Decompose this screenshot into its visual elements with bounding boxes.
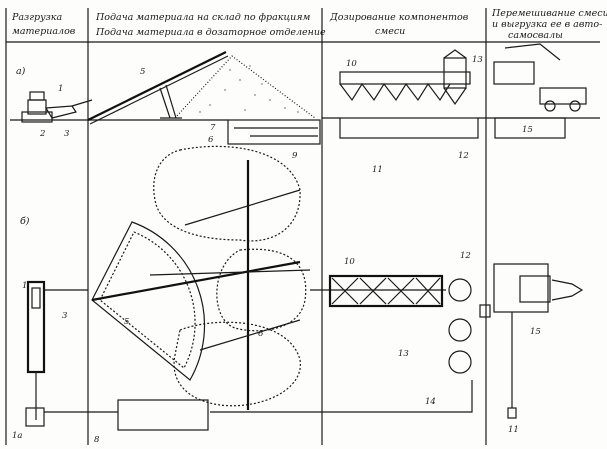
- header-area: [5, 8, 600, 445]
- a-label-2: 2: [39, 129, 45, 139]
- b-label-5: 5: [124, 317, 129, 327]
- header-col2-line1: Подача материала на склад по фракциям: [95, 12, 310, 23]
- header-col3-line1: Дозирование компонентов: [329, 12, 469, 23]
- section-a-label: а): [16, 66, 26, 77]
- a-label-12: 12: [458, 151, 469, 161]
- a-label-10: 10: [346, 59, 357, 69]
- b-label-15: 15: [530, 327, 541, 337]
- b-label-14: 14: [425, 397, 436, 407]
- header-col1-line1: Разгрузка: [11, 12, 62, 23]
- header-col4-line2: и выгрузка ее в авто-: [492, 19, 602, 30]
- a-label-11: 11: [372, 165, 383, 175]
- a-label-1: 1: [58, 84, 63, 94]
- b-label-8: 8: [94, 435, 100, 445]
- b-label-11: 11: [508, 425, 519, 435]
- section-a-elevation: [10, 43, 600, 145]
- a-label-9: 9: [292, 151, 298, 161]
- a-label-13: 13: [472, 55, 483, 65]
- header-col4-line3: самосвалы: [508, 30, 563, 41]
- a-label-3: 3: [64, 129, 69, 139]
- a-label-7: 7: [210, 123, 216, 133]
- b-label-1a: 1а: [12, 431, 22, 441]
- b-label-10: 10: [344, 257, 355, 267]
- header-col2-line2: Подача материала в дозаторное отделение: [95, 27, 326, 38]
- section-b-label: б): [20, 216, 30, 227]
- b-label-3: 3: [62, 311, 67, 321]
- b-label-13: 13: [398, 349, 409, 359]
- a-label-5: 5: [140, 67, 145, 77]
- header-col4-line1: Перемешивание смеси: [491, 8, 607, 19]
- a-label-15: 15: [522, 125, 533, 135]
- b-label-12: 12: [460, 251, 471, 261]
- a-label-6: 6: [208, 135, 214, 145]
- header-col3-line2: смеси: [375, 26, 405, 37]
- header-col1-line2: материалов: [12, 26, 76, 37]
- b-label-6: 6: [258, 329, 264, 339]
- b-label-1: 1: [22, 281, 27, 291]
- section-b-plan: [25, 145, 584, 431]
